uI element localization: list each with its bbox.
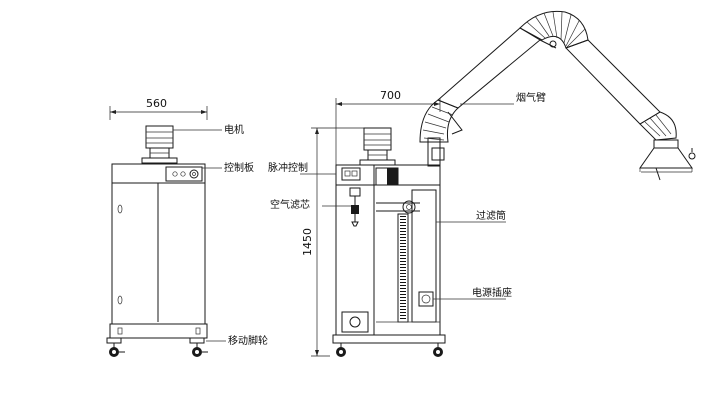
front-handle-top (117, 204, 123, 214)
smoke-arm (419, 10, 696, 181)
height-dimension: 1450 (301, 127, 372, 357)
label-filter-cartridge: 过滤筒 (476, 209, 506, 222)
side-view: 700 1450 (268, 10, 696, 357)
label-motor: 电机 (224, 123, 244, 136)
label-smoke-arm: 烟气臂 (516, 91, 546, 104)
air-filter-element (349, 187, 361, 227)
side-width-value: 700 (380, 89, 401, 102)
label-pulse-control: 脉冲控制 (268, 161, 308, 174)
front-control-panel (165, 166, 203, 182)
side-caster-left (336, 343, 346, 357)
front-width-dimension: 560 (109, 97, 208, 120)
label-power-socket: 电源插座 (472, 286, 512, 299)
front-caster-left (106, 337, 125, 357)
side-base (332, 334, 446, 344)
front-handle-bottom (117, 295, 123, 305)
pulse-control-box (341, 167, 361, 181)
front-caster-right (189, 337, 208, 357)
front-base (109, 323, 208, 339)
side-caster-right (433, 343, 443, 357)
side-width-dimension: 700 (335, 89, 441, 166)
label-control-panel: 控制板 (224, 161, 254, 174)
power-socket (418, 291, 434, 307)
front-view: 560 (106, 97, 268, 357)
label-casters: 移动脚轮 (228, 334, 268, 347)
front-motor (141, 125, 178, 164)
side-motor (359, 127, 396, 166)
label-air-filter: 空气滤芯 (270, 198, 310, 211)
front-width-value: 560 (146, 97, 167, 110)
height-value: 1450 (301, 228, 314, 256)
